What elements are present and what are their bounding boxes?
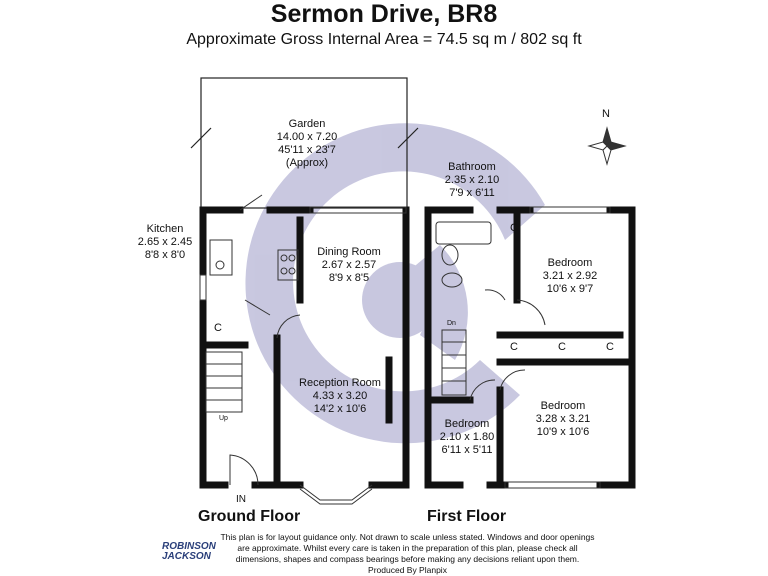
ground-floor-label: Ground Floor: [198, 508, 301, 525]
ground-floor-windows: [199, 206, 407, 505]
first-floor-label: First Floor: [427, 508, 507, 525]
gross-area: Approximate Gross Internal Area = 74.5 s…: [186, 31, 582, 48]
plan-title: Sermon Drive, BR8: [270, 0, 498, 28]
first-floor-fixtures: [435, 221, 546, 401]
stairs-up-label: Up: [219, 415, 228, 422]
cupboard-marker: C: [558, 341, 566, 353]
cupboard-marker: C: [214, 322, 222, 334]
north-compass-icon: [587, 126, 627, 166]
entrance-label: IN: [236, 494, 246, 505]
ground-floor-walls: [199, 206, 410, 489]
disclaimer: This plan is for layout guidance only. N…: [220, 532, 595, 575]
watermark-logo: [245, 123, 545, 444]
north-label: N: [602, 108, 610, 120]
cupboard-marker: C: [510, 222, 518, 234]
cupboard-marker: C: [510, 341, 518, 353]
stairs-down-label: Dn: [447, 320, 456, 327]
ground-floor-fixtures: [205, 194, 301, 486]
first-floor-windows: [504, 206, 611, 489]
cupboard-marker: C: [606, 341, 614, 353]
first-floor-walls: [424, 206, 636, 489]
